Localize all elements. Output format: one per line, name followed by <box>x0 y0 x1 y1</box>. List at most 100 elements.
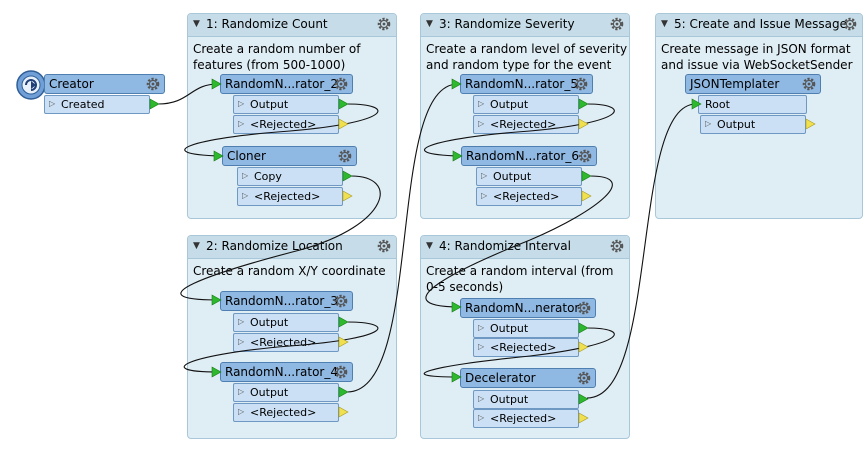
transformer-name: Decelerator <box>465 371 536 385</box>
transformer-cloner[interactable]: Cloner <box>222 146 357 166</box>
collapse-triangle-icon[interactable]: ▼ <box>426 19 433 29</box>
bookmark-title: 1: Randomize Count <box>206 17 328 31</box>
input-arrow-icon <box>451 371 462 383</box>
expand-triangle-icon[interactable]: ▷ <box>481 191 488 200</box>
expand-triangle-icon[interactable]: ▷ <box>238 337 245 346</box>
input-arrow-icon <box>211 78 222 90</box>
connection-line <box>180 175 381 301</box>
connection-line <box>423 327 615 378</box>
rejected-arrow-icon <box>581 190 592 202</box>
expand-triangle-icon[interactable]: ▷ <box>238 387 245 396</box>
bookmark-description: Create message in JSON format and issue … <box>661 42 853 72</box>
transformer-random-number-generator-5[interactable]: RandomN...rator_5 <box>460 74 593 94</box>
transformer-name: RandomN...rator_3 <box>225 294 339 308</box>
collapse-triangle-icon[interactable]: ▼ <box>193 241 200 251</box>
bookmark-randomize-count[interactable]: ▼ 1: Randomize Count Create a random num… <box>187 13 397 219</box>
creator-icon[interactable] <box>16 70 46 100</box>
output-arrow-icon <box>578 98 589 110</box>
rejected-port[interactable]: ▷ <Rejected> <box>473 115 579 134</box>
rejected-port[interactable]: ▷ <Rejected> <box>476 187 582 206</box>
bookmark-header[interactable]: ▼ 3: Randomize Severity <box>421 14 629 37</box>
bookmark-description: Create a random number of features (from… <box>193 42 361 72</box>
output-port[interactable]: ▷ Output <box>233 383 339 402</box>
output-port[interactable]: ▷ Output <box>700 115 806 134</box>
transformer-name: RandomN...nerator <box>465 301 580 315</box>
transformer-name: RandomN...rator_6 <box>466 149 580 163</box>
connection-line <box>184 103 379 157</box>
transformer-random-number-generator-6[interactable]: RandomN...rator_6 <box>461 146 597 166</box>
transformer-random-number-generator-2[interactable]: RandomN...rator_2 <box>220 74 353 94</box>
transformer-name: Creator <box>49 77 94 91</box>
collapse-triangle-icon[interactable]: ▼ <box>426 241 433 251</box>
rejected-arrow-icon <box>338 406 349 418</box>
bookmark-title: 5: Create and Issue Message <box>674 17 848 31</box>
bookmark-title: 3: Randomize Severity <box>439 17 575 31</box>
rejected-port[interactable]: ▷ <Rejected> <box>473 338 579 357</box>
output-port-created[interactable]: ▷ Created <box>44 95 150 114</box>
output-port-copy[interactable]: ▷ Copy <box>237 167 343 186</box>
expand-triangle-icon[interactable]: ▷ <box>481 171 488 180</box>
transformer-name: RandomN...rator_4 <box>225 365 339 379</box>
collapse-triangle-icon[interactable]: ▼ <box>661 19 668 29</box>
output-port[interactable]: ▷ Output <box>473 390 579 409</box>
bookmark-header[interactable]: ▼ 2: Randomize Location <box>188 236 396 259</box>
output-arrow-icon <box>581 170 592 182</box>
rejected-arrow-icon <box>578 341 589 353</box>
output-arrow-icon <box>149 98 160 110</box>
bookmark-header[interactable]: ▼ 1: Randomize Count <box>188 14 396 37</box>
output-arrow-icon <box>338 316 349 328</box>
input-arrow-icon <box>451 78 462 90</box>
bookmark-header[interactable]: ▼ 5: Create and Issue Message <box>656 14 862 37</box>
transformer-creator[interactable]: Creator <box>44 74 165 94</box>
expand-triangle-icon[interactable]: ▷ <box>478 342 485 351</box>
expand-triangle-icon[interactable]: ▷ <box>238 317 245 326</box>
expand-triangle-icon[interactable]: ▷ <box>478 413 485 422</box>
output-arrow-icon <box>338 98 349 110</box>
expand-triangle-icon[interactable]: ▷ <box>478 394 485 403</box>
connection-line <box>183 321 379 373</box>
rejected-arrow-icon <box>578 412 589 424</box>
expand-triangle-icon[interactable]: ▷ <box>238 407 245 416</box>
output-port[interactable]: ▷ Output <box>233 95 339 114</box>
input-port-root[interactable]: Root <box>698 95 807 114</box>
rejected-port[interactable]: ▷ <Rejected> <box>233 333 339 352</box>
connection-line <box>425 175 613 308</box>
output-arrow-icon <box>338 386 349 398</box>
transformer-json-templater[interactable]: JSONTemplater <box>685 74 821 94</box>
rejected-arrow-icon <box>578 118 589 130</box>
connection-line <box>157 83 219 105</box>
rejected-port[interactable]: ▷ <Rejected> <box>233 403 339 422</box>
expand-triangle-icon[interactable]: ▷ <box>242 171 249 180</box>
bookmark-description: Create a random interval (from 0-5 secon… <box>426 264 614 294</box>
expand-triangle-icon[interactable]: ▷ <box>478 323 485 332</box>
transformer-random-number-generator[interactable]: RandomN...nerator <box>460 298 596 318</box>
transformer-random-number-generator-4[interactable]: RandomN...rator_4 <box>220 362 353 382</box>
output-port[interactable]: ▷ Output <box>473 319 579 338</box>
output-port[interactable]: ▷ Output <box>473 95 579 114</box>
rejected-port[interactable]: ▷ <Rejected> <box>473 409 579 428</box>
output-port[interactable]: ▷ Output <box>476 167 582 186</box>
collapse-triangle-icon[interactable]: ▼ <box>193 19 200 29</box>
input-arrow-icon <box>691 98 702 110</box>
rejected-port[interactable]: ▷ <Rejected> <box>237 187 343 206</box>
output-port[interactable]: ▷ Output <box>233 313 339 332</box>
expand-triangle-icon[interactable]: ▷ <box>705 119 712 128</box>
transformer-name: JSONTemplater <box>690 77 780 91</box>
bookmark-description: Create a random level of severity and ra… <box>426 42 628 72</box>
bookmark-title: 4: Randomize Interval <box>439 239 571 253</box>
expand-triangle-icon[interactable]: ▷ <box>478 119 485 128</box>
expand-triangle-icon[interactable]: ▷ <box>242 191 249 200</box>
transformer-random-number-generator-3[interactable]: RandomN...rator_3 <box>220 291 353 311</box>
expand-triangle-icon[interactable]: ▷ <box>238 99 245 108</box>
bookmark-header[interactable]: ▼ 4: Randomize Interval <box>421 236 629 259</box>
expand-triangle-icon[interactable]: ▷ <box>478 99 485 108</box>
input-arrow-icon <box>211 366 222 378</box>
connection-line <box>586 103 697 399</box>
input-arrow-icon <box>451 301 462 313</box>
output-arrow-icon <box>805 118 816 130</box>
transformer-decelerator[interactable]: Decelerator <box>460 368 596 388</box>
expand-triangle-icon[interactable]: ▷ <box>49 99 56 108</box>
connection-line <box>423 103 615 157</box>
expand-triangle-icon[interactable]: ▷ <box>238 119 245 128</box>
